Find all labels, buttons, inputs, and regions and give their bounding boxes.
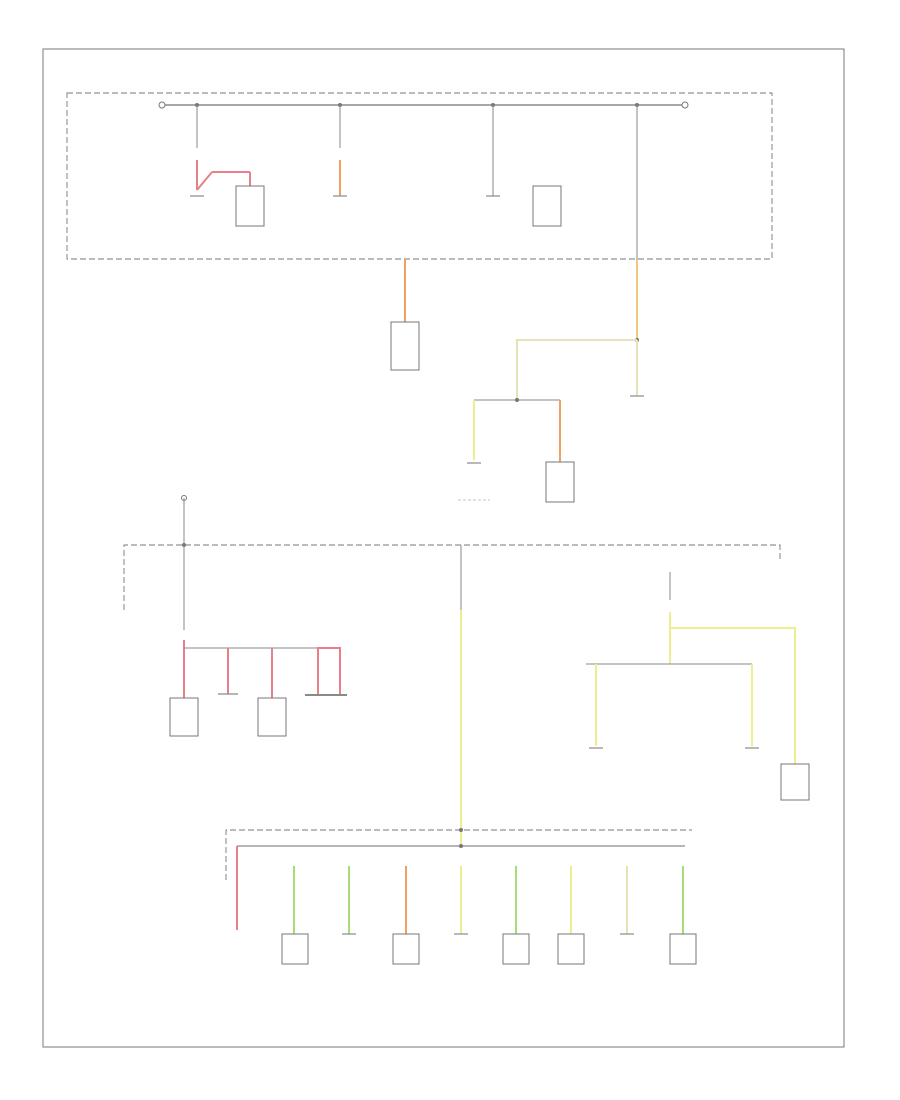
relay-3 (305, 694, 347, 696)
bottom-connectors (281, 933, 697, 965)
page-border (42, 48, 845, 1048)
top-fuse-box (66, 92, 773, 260)
fuse-2 (338, 103, 342, 196)
lower-section (123, 495, 810, 965)
right-component (780, 763, 810, 801)
top-box-outline (66, 92, 773, 260)
fuse-1 (195, 103, 251, 191)
top-connector-1 (235, 185, 265, 227)
relay-1 (169, 697, 199, 737)
middle-right-component (545, 461, 575, 503)
middle-left-component (390, 321, 420, 371)
fuse-3 (491, 103, 495, 196)
top-connector-2 (532, 185, 562, 227)
relay-2 (257, 697, 287, 737)
middle-section (390, 259, 644, 503)
fuse-4 (635, 103, 639, 260)
